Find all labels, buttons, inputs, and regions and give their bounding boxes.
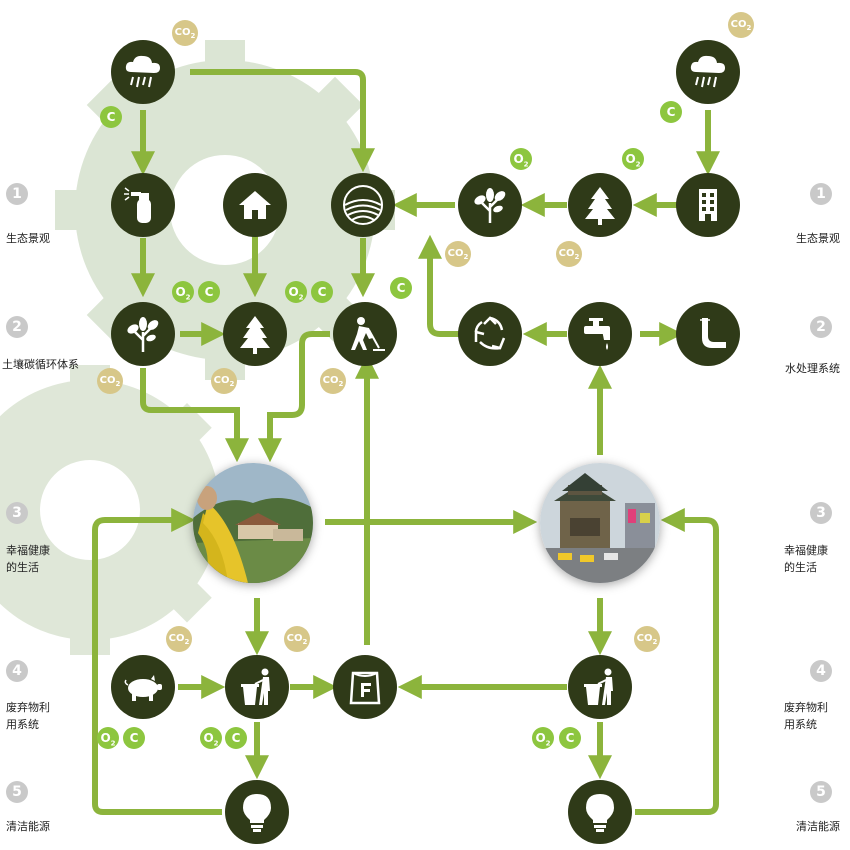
left-label-2: 土壤碳循环体系 [2, 358, 79, 371]
carbon-badge: C [311, 281, 333, 303]
carbon-badge: C [198, 281, 220, 303]
right-label-2: 水处理系统 [785, 362, 840, 375]
pig-icon [111, 655, 175, 719]
o2-badge: O2 [285, 281, 307, 303]
right-label-4: 废弃物利用系统 [784, 701, 828, 731]
step-number-3-left: 3 [6, 502, 28, 524]
rural-life-photo [193, 463, 313, 583]
right-label-5: 清洁能源 [796, 820, 840, 833]
step-number-4-left: 4 [6, 660, 28, 682]
co2-badge: CO2 [172, 20, 198, 46]
gardener-icon [333, 302, 397, 366]
left-label-5: 清洁能源 [6, 820, 50, 833]
left-label-3: 幸福健康的生活 [6, 544, 50, 574]
co2-badge: CO2 [556, 241, 582, 267]
trash-bin-icon-right [568, 655, 632, 719]
step-number-4-right: 4 [810, 660, 832, 682]
o2-badge: O2 [622, 148, 644, 170]
step-number-5-left: 5 [6, 781, 28, 803]
left-label-1: 生态景观 [6, 232, 50, 245]
o2-badge: O2 [532, 727, 554, 749]
co2-badge: CO2 [97, 368, 123, 394]
step-number-1-right: 1 [810, 183, 832, 205]
co2-badge: CO2 [211, 368, 237, 394]
co2-badge: CO2 [320, 368, 346, 394]
pine-tree-icon-mid [223, 302, 287, 366]
step-number-2-right: 2 [810, 316, 832, 338]
carbon-badge: C [390, 277, 412, 299]
recycle-icon [458, 302, 522, 366]
plant-icon-top [458, 173, 522, 237]
right-label-3: 幸福健康的生活 [784, 544, 828, 574]
carbon-badge: C [100, 106, 122, 128]
water-tap-icon [568, 302, 632, 366]
fertilizer-bag-icon [333, 655, 397, 719]
light-bulb-icon-right [568, 780, 632, 844]
o2-badge: O2 [510, 148, 532, 170]
carbon-badge: C [123, 727, 145, 749]
left-label-4: 废弃物利用系统 [6, 701, 50, 731]
rain-cloud-icon-left [111, 40, 175, 104]
plant-icon-mid [111, 302, 175, 366]
spray-bottle-icon [111, 173, 175, 237]
co2-badge: CO2 [728, 12, 754, 38]
co2-badge: CO2 [634, 626, 660, 652]
carbon-badge: C [559, 727, 581, 749]
city-life-photo [540, 463, 660, 583]
light-bulb-icon-left [225, 780, 289, 844]
step-number-2-left: 2 [6, 316, 28, 338]
carbon-badge: C [660, 101, 682, 123]
pine-tree-icon-top [568, 173, 632, 237]
soil-layers-icon [331, 173, 395, 237]
rain-cloud-icon-right [676, 40, 740, 104]
step-number-5-right: 5 [810, 781, 832, 803]
building-icon [676, 173, 740, 237]
carbon-badge: C [225, 727, 247, 749]
step-number-3-right: 3 [810, 502, 832, 524]
co2-badge: CO2 [445, 241, 471, 267]
right-label-1: 生态景观 [796, 232, 840, 245]
o2-badge: O2 [97, 727, 119, 749]
co2-badge: CO2 [284, 626, 310, 652]
co2-badge: CO2 [166, 626, 192, 652]
o2-badge: O2 [172, 281, 194, 303]
house-icon [223, 173, 287, 237]
step-number-1-left: 1 [6, 183, 28, 205]
trash-bin-icon-left [225, 655, 289, 719]
drain-pipe-icon [676, 302, 740, 366]
o2-badge: O2 [200, 727, 222, 749]
